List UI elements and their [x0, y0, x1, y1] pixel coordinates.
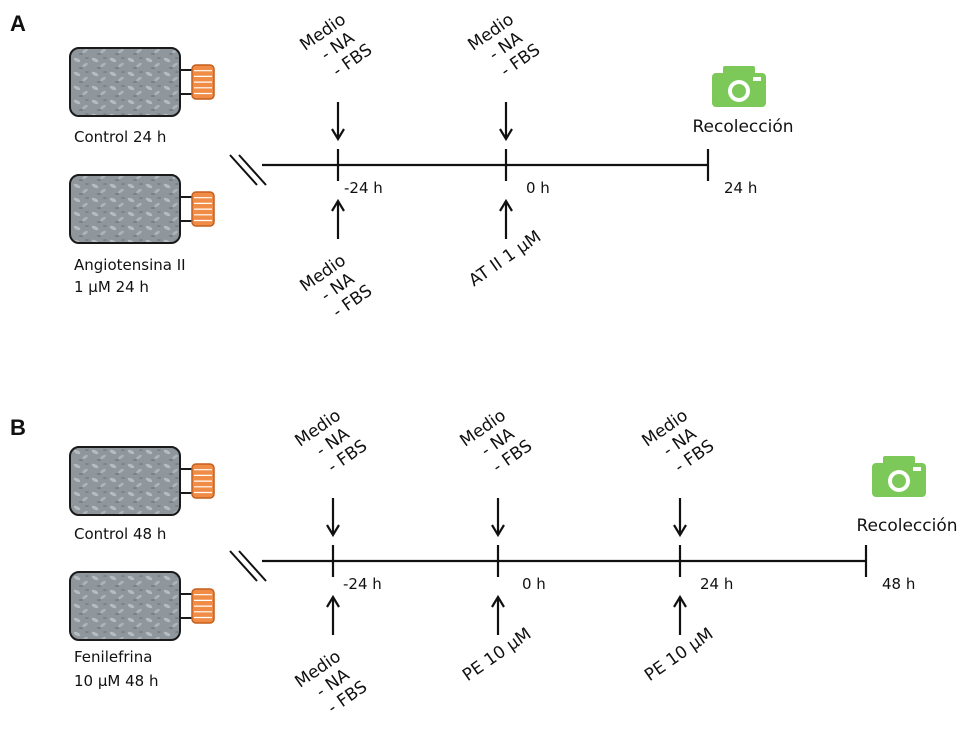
panel-a: A Control 24 h Angiotensina II 1 µM 24 h -24…: [10, 7, 794, 329]
flask-label: Angiotensina II: [74, 256, 186, 274]
collection-label: Recolección: [856, 516, 957, 536]
bottom-treatment-label: Medio- NA- FBS: [291, 644, 371, 725]
panel-letter: B: [10, 415, 26, 440]
cell-culture-flask-icon: [70, 572, 214, 640]
flask-body: [70, 447, 180, 515]
bottom-treatment-label: Medio- NA- FBS: [296, 248, 376, 329]
top-treatment-label: Medio- NA- FBS: [638, 403, 718, 484]
camera-flash: [753, 77, 761, 81]
tick-label: 0 h: [526, 179, 550, 197]
camera-top: [723, 66, 755, 75]
camera-flash: [913, 467, 921, 471]
flask-label-dose: 1 µM 24 h: [74, 278, 149, 296]
cell-culture-flask-icon: [70, 48, 214, 116]
cell-culture-flask-icon: [70, 447, 214, 515]
flask-label: Fenilefrina: [74, 648, 152, 666]
panel-letter: A: [10, 11, 26, 36]
collection-label: Recolección: [692, 117, 793, 137]
flask-label: Control 48 h: [74, 525, 166, 543]
camera-lens: [892, 474, 906, 488]
tick-label: -24 h: [344, 179, 383, 197]
cell-culture-flask-icon: [70, 175, 214, 243]
tick-label: 24 h: [700, 575, 733, 593]
top-treatment-label: Medio- NA- FBS: [291, 403, 371, 484]
flask-body: [70, 175, 180, 243]
tick-label: 48 h: [882, 575, 915, 593]
top-treatment-label: Medio- NA- FBS: [456, 403, 536, 484]
flask-label-dose: 10 µM 48 h: [74, 672, 158, 690]
tick-label: -24 h: [343, 575, 382, 593]
tick-label: 0 h: [522, 575, 546, 593]
flask-label: Control 24 h: [74, 128, 166, 146]
camera-lens: [732, 84, 746, 98]
camera-icon: [872, 456, 926, 497]
flask-body: [70, 572, 180, 640]
camera-top: [883, 456, 915, 465]
panel-b: B Control 48 h Fenilefrina 10 µM 48 h -24 h 0…: [10, 403, 958, 725]
camera-icon: [712, 66, 766, 107]
top-treatment-label: Medio- NA- FBS: [464, 7, 544, 88]
tick-label: 24 h: [724, 179, 757, 197]
flask-body: [70, 48, 180, 116]
top-treatment-label: Medio- NA- FBS: [296, 7, 376, 88]
